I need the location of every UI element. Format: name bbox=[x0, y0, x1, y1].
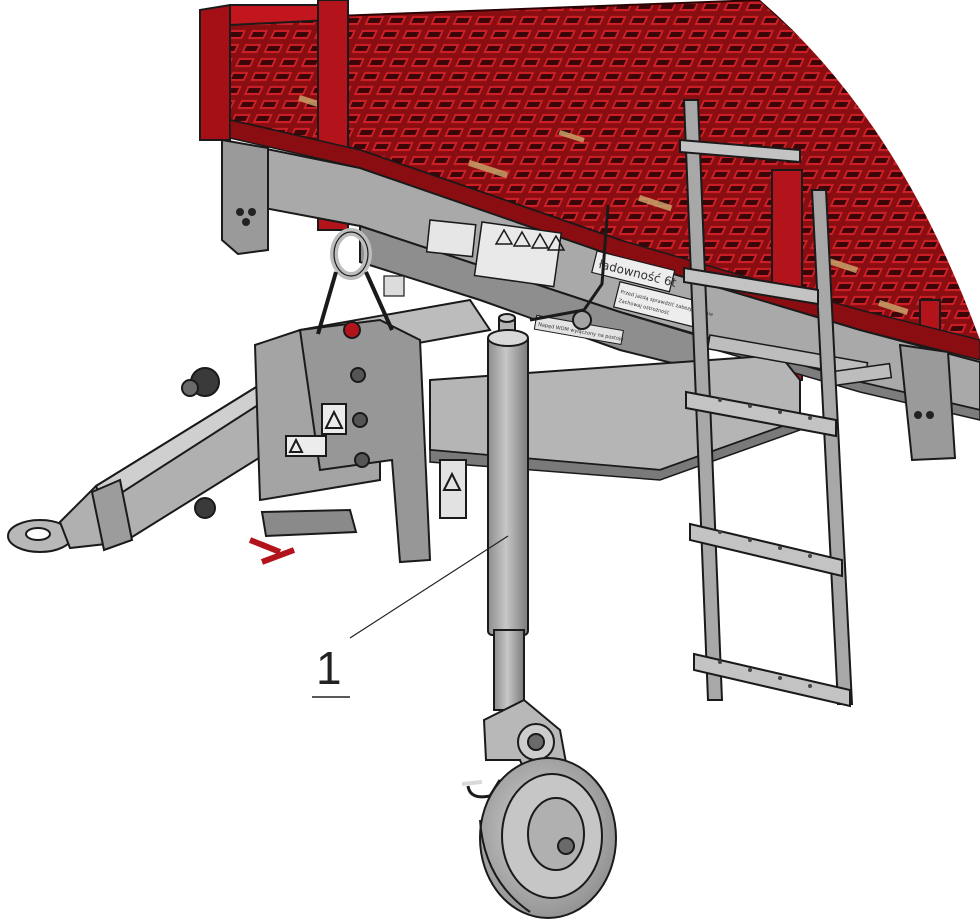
brake-fitting bbox=[194, 497, 216, 519]
ladder-rung bbox=[683, 266, 819, 306]
drawbar bbox=[7, 204, 610, 565]
jack-stand bbox=[461, 313, 617, 919]
mounting-plate bbox=[298, 318, 432, 564]
callout-number: 1 bbox=[316, 642, 342, 694]
front-bracket bbox=[221, 138, 269, 256]
jack-lower-tube bbox=[493, 629, 525, 711]
support-link bbox=[529, 204, 610, 322]
ladder-rung bbox=[679, 138, 801, 164]
decal-info bbox=[425, 219, 477, 258]
warning-decals bbox=[473, 221, 566, 288]
red-handle bbox=[248, 537, 282, 555]
ladder-rung bbox=[685, 390, 837, 438]
front-wall bbox=[199, 3, 231, 141]
ladder-rung bbox=[693, 652, 851, 708]
decal-small bbox=[383, 275, 405, 297]
drawbar-sleeve bbox=[90, 478, 134, 552]
ladder-rung bbox=[689, 522, 843, 578]
callout-1: 1 bbox=[312, 535, 509, 698]
leader-line bbox=[349, 535, 509, 639]
rear-bracket bbox=[898, 343, 957, 462]
jack-upper-tube bbox=[487, 334, 529, 636]
ladder bbox=[679, 99, 854, 708]
